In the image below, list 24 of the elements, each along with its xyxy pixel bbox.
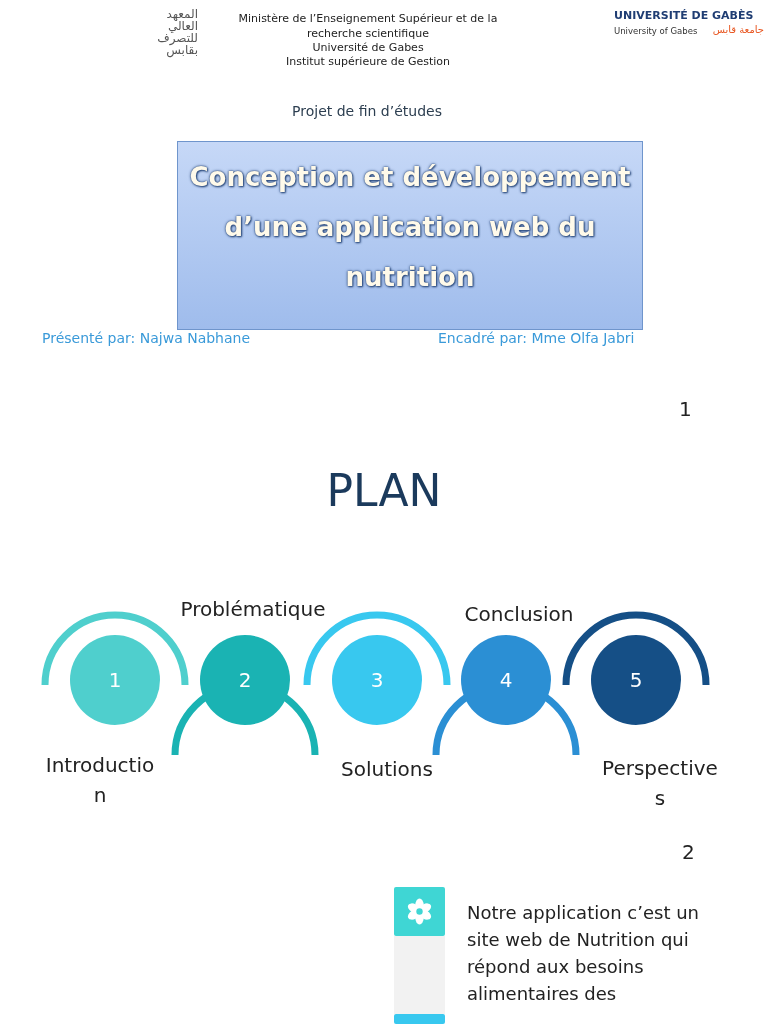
institute-name: المعهد العالي للتصرف بقابس (156, 8, 198, 56)
page-number: 2 (682, 840, 695, 864)
page-number: 1 (679, 397, 692, 421)
description-paragraph: Notre application c’est un site web de Nutrition qui répond aux besoins alimentaires des (467, 901, 700, 1006)
title-text: Conception et développement d’une application web du nutrition (188, 161, 632, 294)
step-label: Problématique (180, 596, 326, 623)
step-label: Perspectives (601, 755, 719, 812)
university-name: University of Gabes (614, 26, 698, 37)
slide-heading: PLAN (326, 465, 442, 518)
title-box (177, 141, 643, 330)
step-label: Conclusion (464, 601, 574, 628)
university-name: جامعة قابس (712, 24, 764, 36)
step-number: 4 (499, 668, 513, 692)
step-number: 3 (370, 668, 384, 692)
university-name: Université de Gabes (312, 41, 424, 55)
ministry-name: Ministère de l’Enseignement Supérieur et de la recherche scientifique (237, 12, 499, 41)
project-type: Projet de fin d’études (292, 103, 442, 120)
step-label: Solutions (341, 756, 433, 783)
step-label: Introduction (44, 752, 156, 809)
step-number: 1 (108, 668, 122, 692)
institute-name: Institut supérieure de Gestion (285, 55, 451, 69)
step-number: 2 (238, 668, 252, 692)
presenter-credit: Présenté par: Najwa Nabhane (42, 330, 251, 347)
university-name: UNIVERSITÉ DE GABÈS (614, 9, 754, 23)
